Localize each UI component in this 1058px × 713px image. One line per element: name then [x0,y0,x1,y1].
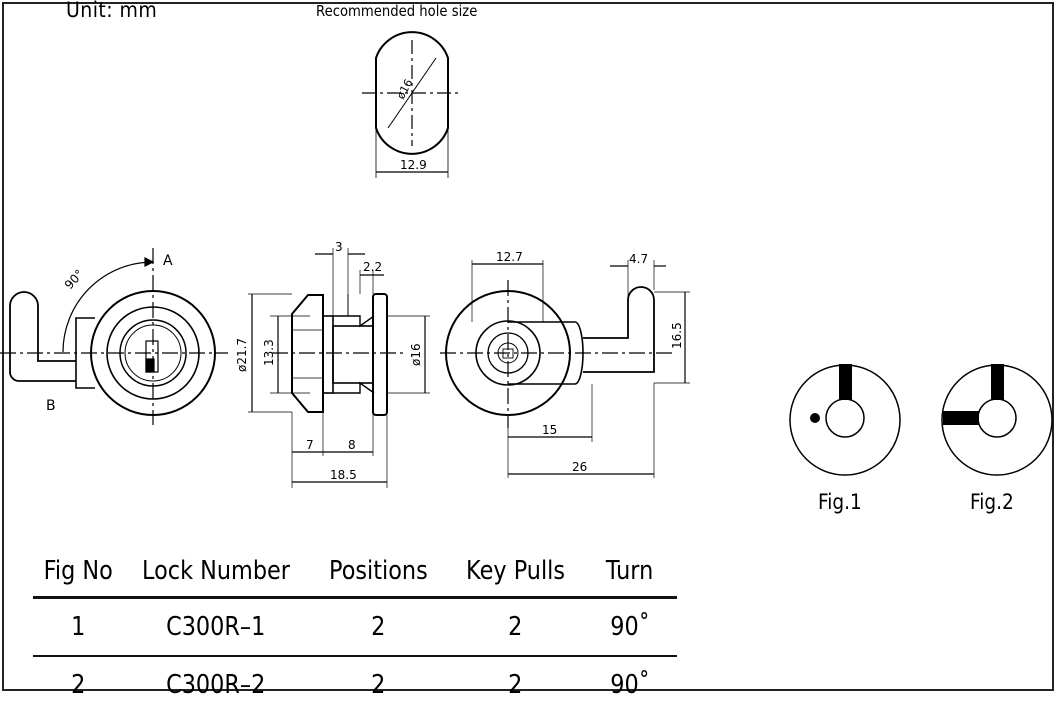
front-angle-label: 90° [62,267,87,292]
fig1-label: Fig.1 [818,490,862,514]
header-positions: Positions [328,556,428,586]
rear-dim-12-7: 12.7 [496,250,523,264]
side-dim-3: 3 [335,240,343,254]
side-dim-21-7: ø21.7 [235,338,249,372]
cell-key-pulls: 2 [508,670,523,700]
cell-fig-no: 2 [70,670,86,700]
rear-dim-4-7: 4.7 [629,252,648,266]
rear-view [440,260,690,478]
header-turn: Turn [606,556,654,586]
sheet-border [2,2,1054,691]
front-label-a: A [163,253,173,269]
side-dim-7: 7 [306,438,314,452]
header-key-pulls: Key Pulls [465,556,565,586]
cell-key-pulls: 2 [508,612,523,642]
front-label-b: B [46,398,56,414]
cell-fig-no: 1 [70,612,86,642]
table-row: 1 C300R–1 2 2 90˚ [33,598,677,656]
front-view [0,248,228,425]
side-dim-16: ø16 [409,343,423,366]
cell-lock-number: C300R–1 [165,612,266,642]
side-dim-2-2: 2.2 [363,260,382,274]
hole-profile [362,31,462,178]
lock-spec-table: Fig No Lock Number Positions Key Pulls T… [33,546,677,713]
header-lock-number: Lock Number [141,556,290,586]
rear-dim-16-5: 16.5 [670,322,684,349]
header-fig-no: Fig No [43,556,113,586]
table-row: 2 C300R–2 2 2 90˚ [33,656,677,713]
fig1-diagram [789,364,901,476]
technical-drawing: ø16 12.9 90° A B [0,31,1053,488]
side-dim-18-5: 18.5 [330,468,357,482]
cell-lock-number: C300R–2 [165,670,266,700]
side-dim-13-3: 13.3 [262,339,276,366]
cell-turn: 90˚ [610,612,650,642]
drawing-sheet: Unit: mm Recommended hole size ø16 12.9 [0,0,1054,700]
cell-positions: 2 [370,612,386,642]
hole-width-label: 12.9 [400,158,427,172]
fig2-label: Fig.2 [970,490,1014,514]
rear-dim-26: 26 [572,460,587,474]
side-view [248,248,430,488]
rear-dim-15: 15 [542,423,557,437]
cell-turn: 90˚ [610,670,650,700]
hole-size-title: Recommended hole size [316,2,478,20]
table-header-row: Fig No Lock Number Positions Key Pulls T… [33,546,677,598]
side-dim-8: 8 [348,438,356,452]
fig2-diagram [941,364,1053,476]
unit-label: Unit: mm [66,0,158,22]
cell-positions: 2 [370,670,386,700]
